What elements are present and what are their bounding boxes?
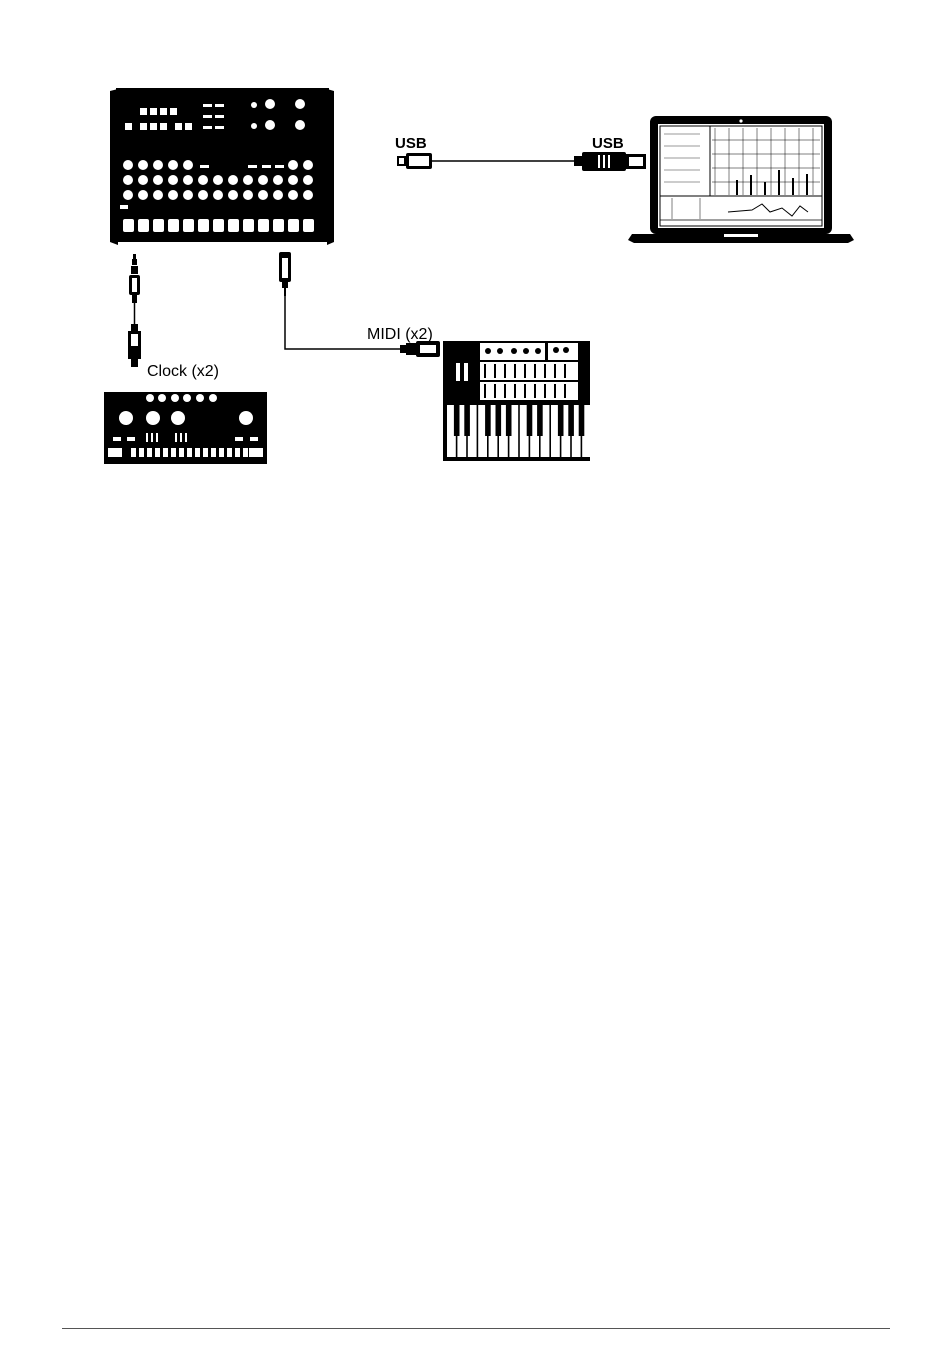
clock-cable xyxy=(128,254,141,367)
footer-rule xyxy=(62,1328,890,1329)
midi-label: MIDI (x2) xyxy=(367,326,433,343)
usb-right-label: USB xyxy=(592,135,624,152)
usb-cable xyxy=(397,152,646,171)
synthesizer-device xyxy=(443,341,591,461)
sequencer-device xyxy=(110,88,334,245)
clock-label: Clock (x2) xyxy=(147,363,219,380)
laptop-device xyxy=(628,116,854,243)
drum-machine-device xyxy=(104,392,267,464)
usb-left-label: USB xyxy=(395,135,427,152)
